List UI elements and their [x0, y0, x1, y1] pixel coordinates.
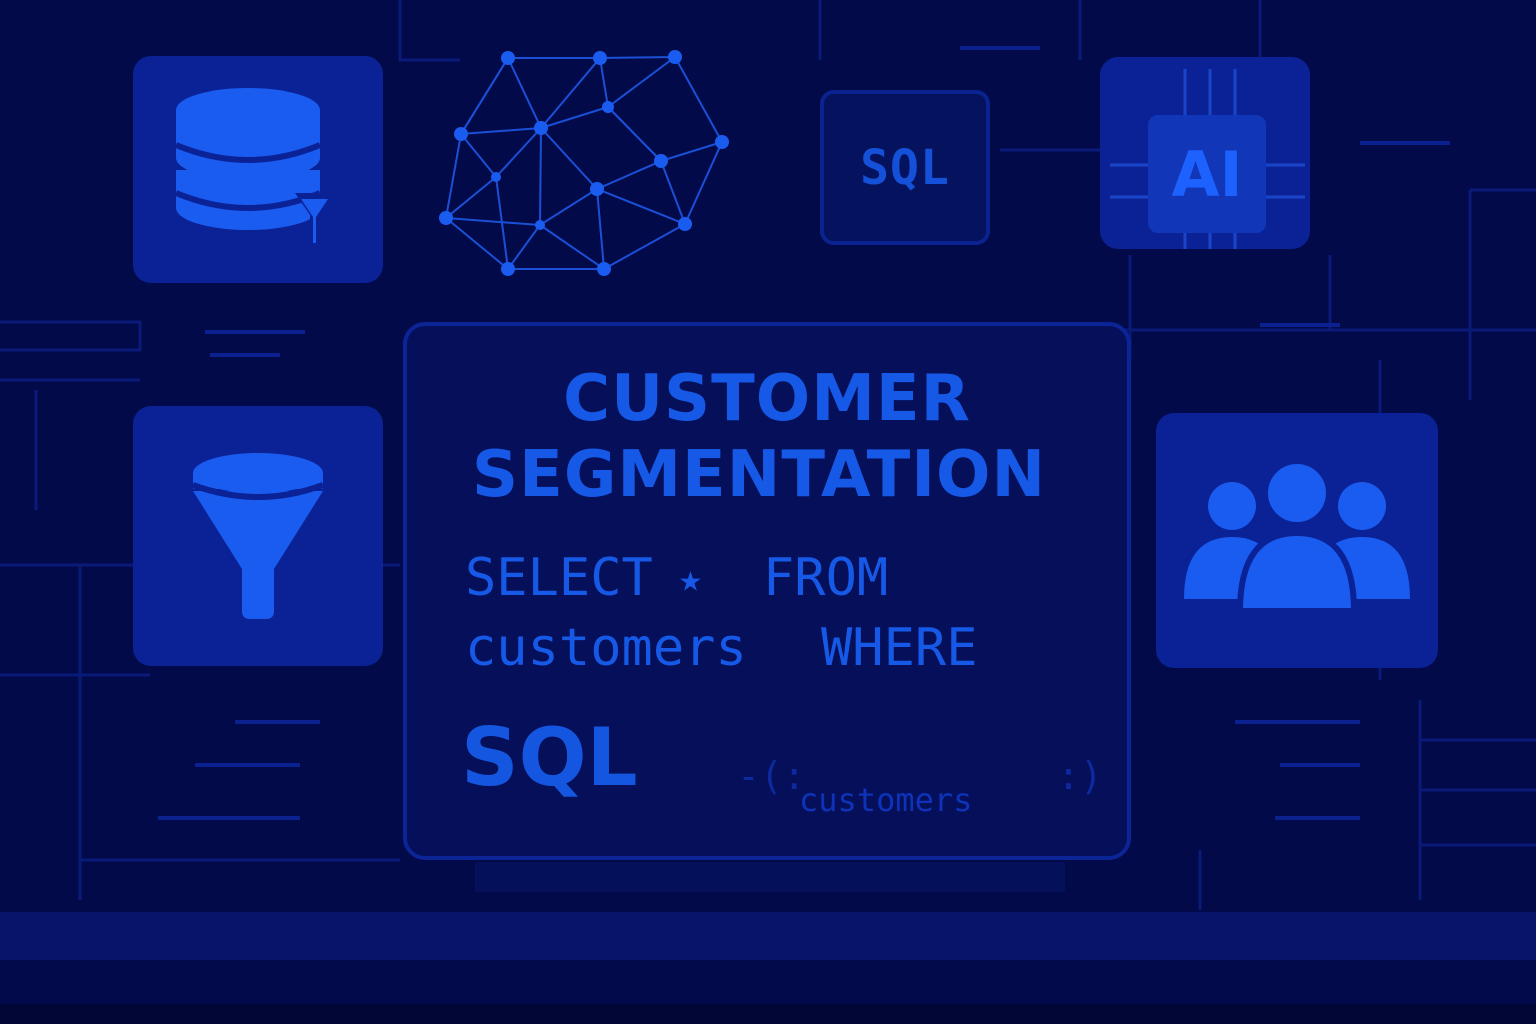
sql-label: SQL [461, 711, 638, 804]
code-from-keyword: FROM [763, 548, 889, 608]
code-bracket-right: :) [1057, 754, 1103, 798]
ai-chip-body: AI [1148, 115, 1266, 233]
database-filter-tile[interactable] [133, 56, 383, 283]
code-table-name: customers [465, 618, 747, 678]
ai-label: AI [1171, 137, 1243, 211]
code-bracket-left: -(: [737, 754, 806, 798]
users-group-icon [1184, 460, 1410, 614]
code-customers-small: customers [799, 781, 973, 819]
users-group-tile[interactable] [1156, 413, 1438, 668]
network-icon [439, 50, 729, 276]
sql-tile[interactable]: SQL [820, 90, 990, 245]
code-select-keyword: SELECT [465, 548, 653, 608]
sql-icon: SQL [860, 139, 950, 196]
database-filter-icon [174, 87, 333, 245]
code-where-keyword: WHERE [821, 618, 978, 678]
code-star: ★ [679, 556, 702, 600]
funnel-icon [191, 453, 325, 619]
title-line-1: CUSTOMER [563, 362, 971, 436]
ai-tile[interactable]: AI [1100, 57, 1310, 249]
main-code-panel: CUSTOMER SEGMENTATION SELECT ★ FROM cust… [403, 322, 1131, 860]
funnel-tile[interactable] [133, 406, 383, 666]
bottom-band-lower [0, 960, 1536, 1004]
bottom-edge [0, 1004, 1536, 1024]
title-line-2: SEGMENTATION [472, 438, 1046, 512]
ai-chip-icon [1110, 69, 1305, 249]
bottom-band [0, 912, 1536, 960]
